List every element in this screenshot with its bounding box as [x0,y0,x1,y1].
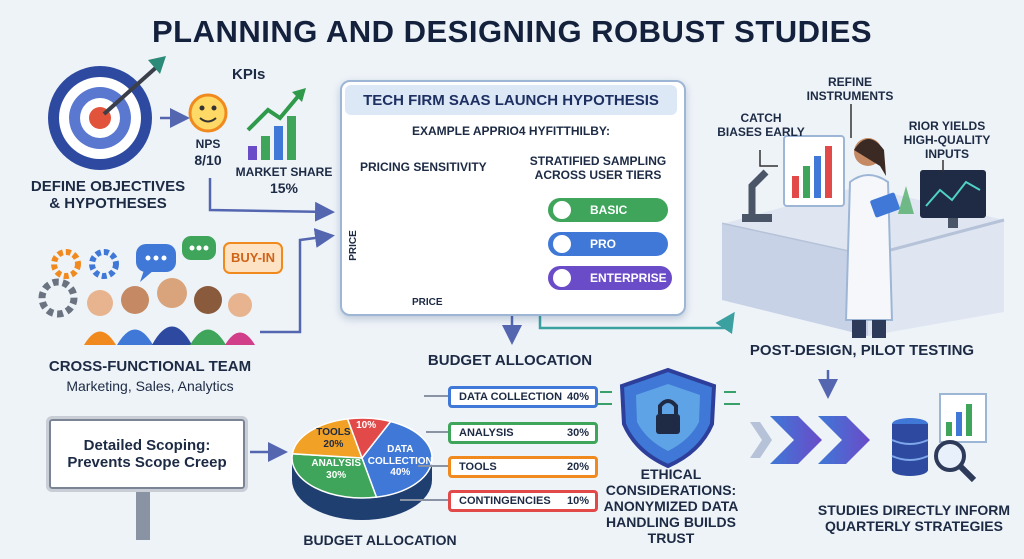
budget-heading: BUDGET ALLOCATION [427,352,593,369]
budget-footer: BUDGET ALLOCATION [303,532,457,548]
pricing-label: PRICING SENSITIVITY [360,160,487,174]
shield-lock-icon [596,367,740,469]
team-title: CROSS-FUNCTIONAL TEAM [48,358,252,375]
nps-kpi: NPS 8/10 [194,137,222,168]
kpis-heading: KPIs [232,66,266,83]
microscope-icon [742,169,772,222]
pie-slice-contingencies [346,417,392,460]
scoping-line2: Prevents Scope Creep [67,454,227,471]
people-icon [84,278,255,345]
gear-icon [38,249,119,318]
market-share-kpi: MARKET SHARE 15% [235,165,333,196]
chevron-icon [750,416,870,464]
tier-basic: BASIC [548,198,668,222]
chat-bubble-icon [136,236,283,282]
signpost-icon [136,488,150,540]
pie-label-contingencies: 10% [356,420,377,432]
scoping-line1: Detailed Scoping: [83,437,211,454]
target-icon [48,66,152,170]
magnifier-icon [934,440,977,483]
panel-title: TECH FIRM SAAS LAUNCH HYPOTHESIS [345,85,677,115]
pie-slice-data-collection [361,420,433,498]
tier-enterprise: ENTERPRISE [548,266,672,290]
pilot-testing-label: POST-DESIGN, PILOT TESTING [749,342,975,359]
smiley-icon [188,93,228,133]
scoping-sign: Detailed Scoping: Prevents Scope Creep [46,416,248,492]
bar-chart-icon [246,88,306,160]
x-axis-label: PRICE [412,297,443,308]
scientist-icon [844,138,900,338]
monitor-icon [898,170,986,228]
y-axis-label: PRICE [347,230,359,261]
pie-slice-tools [291,418,364,459]
panel-subtitle: EXAMPLE APPRIO4 HYFITTHILBY: [411,124,610,138]
page-title: PLANNING AND DESIGNING ROBUST STUDIES [151,14,873,49]
team-subtitle: Marketing, Sales, Analytics [66,378,234,394]
buy-in-badge: BUY-IN [230,250,276,265]
database-icon [891,393,987,476]
objectives-label: DEFINE OBJECTIVES& HYPOTHESES [30,178,186,213]
budget-pie [291,417,433,520]
pie-slice-analysis [291,452,378,499]
arrow-icon [102,56,166,116]
tier-pro: PRO [548,232,668,256]
